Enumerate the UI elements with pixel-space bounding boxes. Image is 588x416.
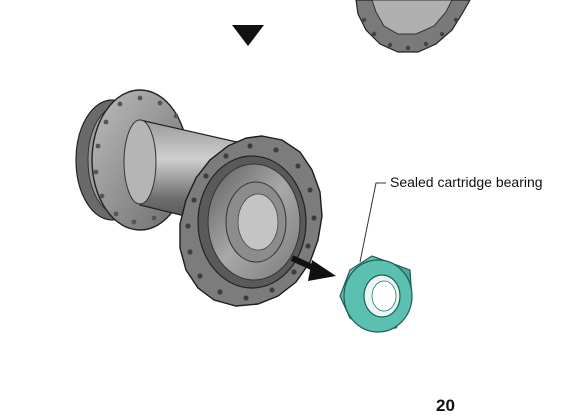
- arrow-icon: [290, 255, 336, 281]
- sealed-cartridge-bearing-illustration: [339, 255, 413, 333]
- down-triangle-icon: [232, 25, 264, 46]
- page-number: 20: [436, 396, 455, 415]
- callout-leader-line: [359, 182, 386, 263]
- sealed-cartridge-bearing-label: Sealed cartridge bearing: [390, 174, 543, 190]
- right-flange-bolt-holes: [185, 143, 317, 301]
- previous-step-hub-illustration: [355, 0, 471, 53]
- hub-body-illustration: [75, 89, 323, 307]
